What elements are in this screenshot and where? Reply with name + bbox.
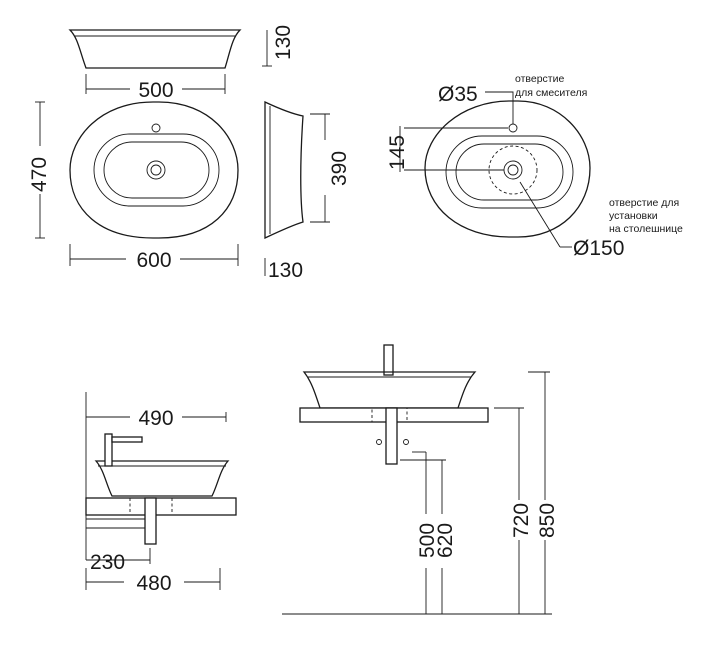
dim-total-height: 850 [536, 503, 559, 538]
mount-hole-note-line1: отверстие для [609, 197, 679, 209]
dim-drain-offset: 230 [90, 551, 125, 574]
dim-mount-hole-diameter: Ø150 [573, 237, 624, 260]
dim-plan-width: 600 [136, 249, 171, 272]
plan-view: 470 600 [28, 101, 239, 272]
dim-waste-height: 620 [434, 523, 457, 558]
side-elevation-view: 390 130 [264, 100, 351, 282]
tap-hole-note-line1: отверстие [515, 73, 564, 85]
plan-holes-view: 145 Ø35 отверстие для смесителя Ø150 отв… [386, 73, 683, 260]
dim-drain-height: 500 [416, 523, 439, 558]
side-install-view: 490 230 480 [85, 392, 237, 595]
dim-counter-depth: 480 [136, 572, 171, 595]
dim-tap-hole-offset: 145 [386, 135, 409, 170]
tap-hole-note-line2: для смесителя [515, 87, 587, 99]
dim-top-width: 500 [138, 79, 173, 102]
dim-top-height: 130 [272, 25, 295, 60]
dim-side-depth: 390 [328, 151, 351, 186]
dim-side-height: 130 [268, 259, 303, 282]
mount-hole-note-line3: на столешнице [609, 223, 683, 235]
dim-counter-height: 720 [510, 503, 533, 538]
dim-profile-depth: 490 [138, 407, 173, 430]
front-elevation-view: 130 500 [68, 25, 295, 102]
dim-tap-hole-diameter: Ø35 [438, 83, 478, 106]
mount-hole-note-line2: установки [609, 210, 658, 222]
dim-plan-depth: 470 [28, 157, 51, 192]
front-install-view: 500 620 720 850 [282, 344, 559, 615]
